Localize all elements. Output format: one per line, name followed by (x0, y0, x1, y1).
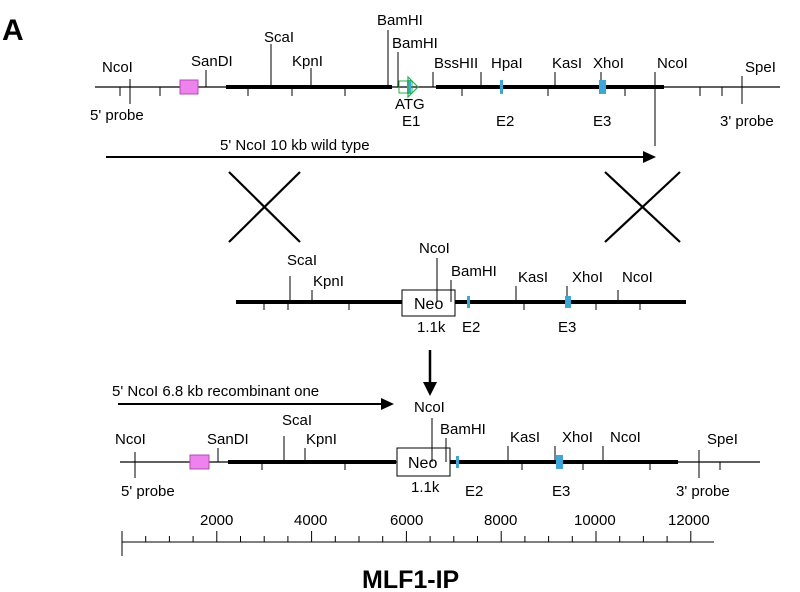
targeting-exon-2-marker (467, 296, 470, 308)
recombinant-neo-size: 1.1k (411, 479, 440, 496)
recombinant-fragment-arrowhead (381, 398, 394, 410)
recombinant-neo-cassette (396, 447, 451, 477)
scale-label-10000: 10000 (574, 512, 616, 529)
targeting-site-bamhi: BamHI (451, 263, 497, 280)
targeting-site-ncoi-neo: NcoI (419, 240, 450, 257)
site-label-xhoi: XhoI (593, 55, 624, 72)
site-label-ncoi: NcoI (102, 59, 133, 76)
targeting-vector: Neo ScaI KpnI NcoI BamHI KasI XhoI NcoI … (236, 240, 686, 336)
recombinant-ticks (134, 418, 721, 478)
crossover-left (228, 171, 301, 243)
site-label-kasi: KasI (552, 55, 582, 72)
crossover-right (604, 171, 681, 243)
recombinant-site-xhoi: XhoI (562, 429, 593, 446)
recombinant-site-scai: ScaI (282, 412, 312, 429)
scale-label-6000: 6000 (390, 512, 423, 529)
targeting-exon-label-e2: E2 (462, 319, 480, 336)
recombinant-probe-box (189, 454, 210, 470)
site-label-scai: ScaI (264, 29, 294, 46)
targeting-site-kasi: KasI (518, 269, 548, 286)
probe-box (179, 79, 199, 95)
recombinant-exon-label-e2: E2 (465, 483, 483, 500)
probe-5-label: 5' probe (90, 107, 144, 124)
site-label-spei: SpeI (745, 59, 776, 76)
recombinant-exon-2-marker (456, 456, 459, 468)
scale-label-8000: 8000 (484, 512, 517, 529)
site-label-bamhi-2: BamHI (392, 35, 438, 52)
targeting-site-scai: ScaI (287, 252, 317, 269)
recombinant-locus: 5' NcoI 6.8 kb recombinant one Neo (112, 383, 760, 500)
wild-type-fragment-label: 5' NcoI 10 kb wild type (220, 137, 370, 154)
targeting-site-xhoi: XhoI (572, 269, 603, 286)
targeting-exon-3-marker (565, 296, 571, 308)
exon-label-e3: E3 (593, 113, 611, 130)
recombinant-site-ncoi-right: NcoI (610, 429, 641, 446)
targeting-exon-label-e3: E3 (558, 319, 576, 336)
wild-type-locus: NcoI SanDI ScaI KpnI BamHI BamHI BssHII … (90, 12, 780, 163)
recombinant-site-ncoi: NcoI (115, 431, 146, 448)
scale-label-12000: 12000 (668, 512, 710, 529)
exon-1-marker (407, 80, 411, 94)
targeting-site-kpni: KpnI (313, 273, 344, 290)
neo-cassette (401, 289, 456, 317)
scale-ticks (145, 531, 692, 542)
atg-start-arrow (398, 75, 419, 99)
site-label-kpni: KpnI (292, 53, 323, 70)
site-label-bsshii: BssHII (434, 55, 478, 72)
site-label-hpai: HpaI (491, 55, 523, 72)
atg-label: ATG (395, 96, 425, 113)
recombinant-exon-label-e3: E3 (552, 483, 570, 500)
wild-type-fragment-arrowhead (643, 151, 656, 163)
recombinant-site-ncoi-neo: NcoI (414, 399, 445, 416)
recombinant-probe-5-label: 5' probe (121, 483, 175, 500)
recombinant-probe-3-label: 3' probe (676, 483, 730, 500)
recombinant-site-bamhi: BamHI (440, 421, 486, 438)
scale-label-4000: 4000 (294, 512, 327, 529)
site-label-bamhi: BamHI (377, 12, 423, 29)
recombinant-site-kpni: KpnI (306, 431, 337, 448)
scale-bar: 2000 4000 6000 8000 10000 12000 (121, 512, 714, 556)
panel-label: A (2, 14, 24, 47)
recombinant-exon-3-marker (556, 455, 563, 469)
targeting-neo-size: 1.1k (417, 319, 446, 336)
probe-3-label: 3' probe (720, 113, 774, 130)
wild-type-minor-ticks (119, 87, 723, 96)
neo-label: Neo (414, 296, 443, 313)
exon-label-e1: E1 (402, 113, 420, 130)
targeting-site-ncoi-right: NcoI (622, 269, 653, 286)
recombinant-site-spei: SpeI (707, 431, 738, 448)
recombination-down-arrowhead (423, 382, 437, 396)
exon-label-e2: E2 (496, 113, 514, 130)
figure-title: MLF1-IP (362, 566, 459, 592)
site-label-ncoi-right: NcoI (657, 55, 688, 72)
recombinant-neo-label: Neo (408, 455, 437, 472)
scale-label-2000: 2000 (200, 512, 233, 529)
recombinant-fragment-label: 5' NcoI 6.8 kb recombinant one (112, 383, 319, 400)
recombinant-site-sandi: SanDI (207, 431, 249, 448)
recombinant-site-kasi: KasI (510, 429, 540, 446)
exon-3-marker (599, 80, 606, 94)
exon-2-marker (500, 80, 503, 94)
site-label-sandi: SanDI (191, 53, 233, 70)
